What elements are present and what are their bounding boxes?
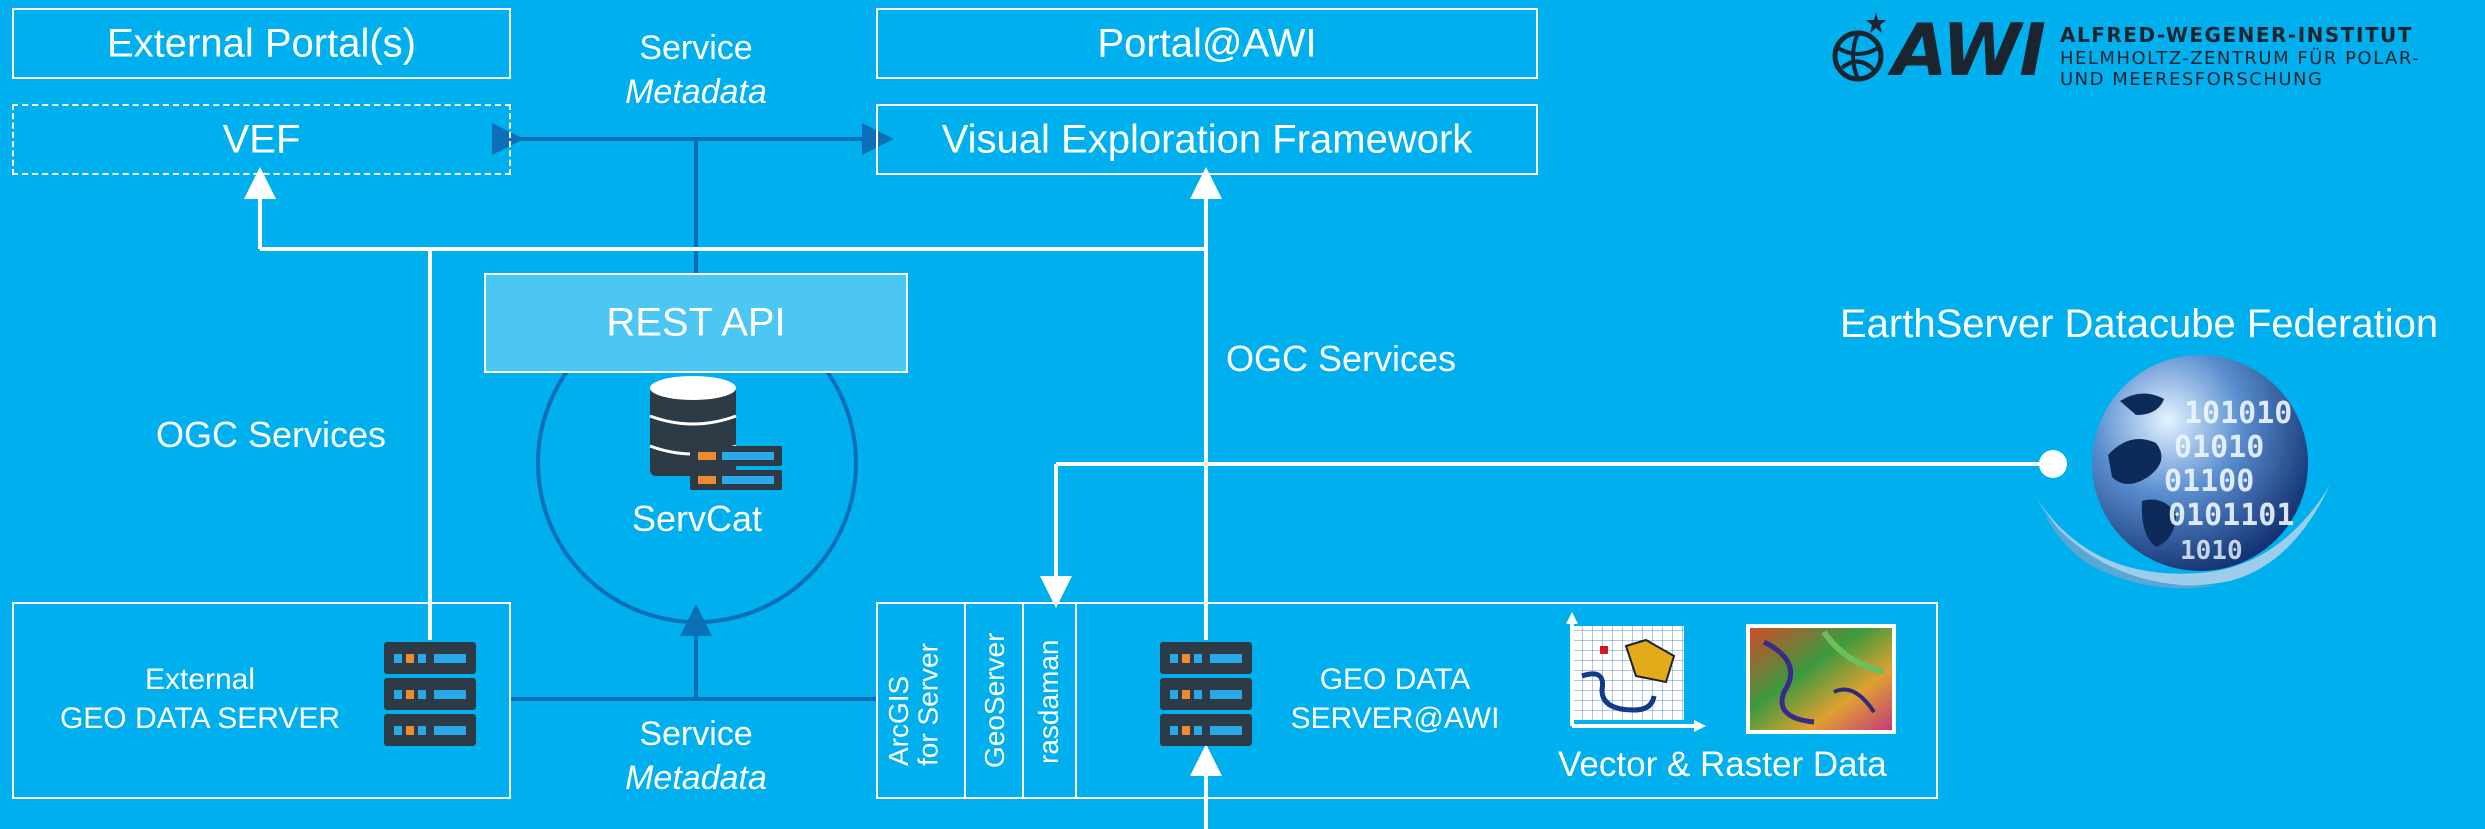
external-portals-label: External Portal(s) <box>107 21 416 65</box>
server-software-divider-1 <box>964 604 966 797</box>
awi-logo-mark: AWI <box>1892 8 2046 92</box>
svg-text:0101101: 0101101 <box>2168 498 2294 533</box>
geo-data-text: GEO DATA <box>1319 663 1471 696</box>
awi-server-rack-icon <box>1160 642 1252 746</box>
awi-logo-text: ALFRED-WEGENER-INSTITUT HELMHOLTZ-ZENTRU… <box>2060 23 2421 90</box>
awi-geo-data-server-label: GEO DATA SERVER@AWI <box>1270 660 1520 738</box>
rasdaman-label: rasdaman <box>1033 639 1064 764</box>
metadata-text-bottom: Metadata <box>625 759 767 798</box>
svg-text:1010: 1010 <box>2180 536 2243 566</box>
vector-map-icon <box>1566 612 1706 732</box>
external-text: External <box>144 663 256 696</box>
vector-raster-caption: Vector & Raster Data <box>1558 745 1887 784</box>
geoserver-label: GeoServer <box>979 632 1010 768</box>
rest-api-label: REST API <box>606 300 786 345</box>
vef-label: VEF <box>222 117 301 161</box>
arcgis-for-server-label: ArcGIS for Server <box>883 636 944 766</box>
for-server-text: for Server <box>912 643 944 766</box>
metadata-text: Metadata <box>625 73 767 112</box>
portal-awi-box: Portal@AWI <box>876 8 1538 79</box>
server-rack-icon <box>384 642 476 746</box>
awi-logo-line3: UND MEERESFORSCHUNG <box>2060 68 2324 90</box>
svg-text:01010: 01010 <box>2174 430 2264 465</box>
servcat-label: ServCat <box>631 498 763 539</box>
ogc-services-left-label: OGC Services <box>156 414 387 455</box>
ogc-services-center-label: OGC Services <box>1226 338 1457 379</box>
vef-box: VEF <box>12 104 511 175</box>
server-software-divider-2 <box>1022 604 1024 797</box>
server-awi-text: SERVER@AWI <box>1290 702 1500 735</box>
awi-geo-data-server-box <box>876 602 1938 799</box>
raster-image-icon <box>1746 624 1896 734</box>
globe-star-icon <box>1832 12 1886 82</box>
external-portals-box: External Portal(s) <box>12 8 511 79</box>
visual-exploration-framework-box: Visual Exploration Framework <box>876 104 1538 175</box>
rest-api-box: REST API <box>484 273 908 373</box>
earthserver-title: EarthServer Datacube Federation <box>1840 302 2439 346</box>
server-software-divider-3 <box>1075 604 1077 797</box>
external-geo-data-server-box <box>12 602 511 799</box>
visual-exploration-framework-label: Visual Exploration Framework <box>941 117 1473 161</box>
database-server-icon <box>649 376 782 490</box>
awi-logo-line2: HELMHOLTZ-ZENTRUM FÜR POLAR- <box>2060 47 2421 69</box>
service-text-bottom: Service <box>639 715 753 753</box>
service-metadata-top-label: Service Metadata <box>576 26 816 114</box>
awi-logo-line1: ALFRED-WEGENER-INSTITUT <box>2060 23 2413 47</box>
binary-globe-icon: 101010 01010 01100 0101101 1010 <box>2036 355 2330 589</box>
external-geo-data-server-label: External GEO DATA SERVER <box>40 660 360 738</box>
service-metadata-bottom-label: Service Metadata <box>576 712 816 800</box>
service-text: Service <box>639 29 753 67</box>
arcgis-text: ArcGIS <box>883 675 914 766</box>
portal-awi-label: Portal@AWI <box>1097 21 1317 65</box>
svg-text:01100: 01100 <box>2164 464 2254 499</box>
svg-text:101010: 101010 <box>2184 396 2292 431</box>
geo-data-server-text: GEO DATA SERVER <box>59 702 341 735</box>
